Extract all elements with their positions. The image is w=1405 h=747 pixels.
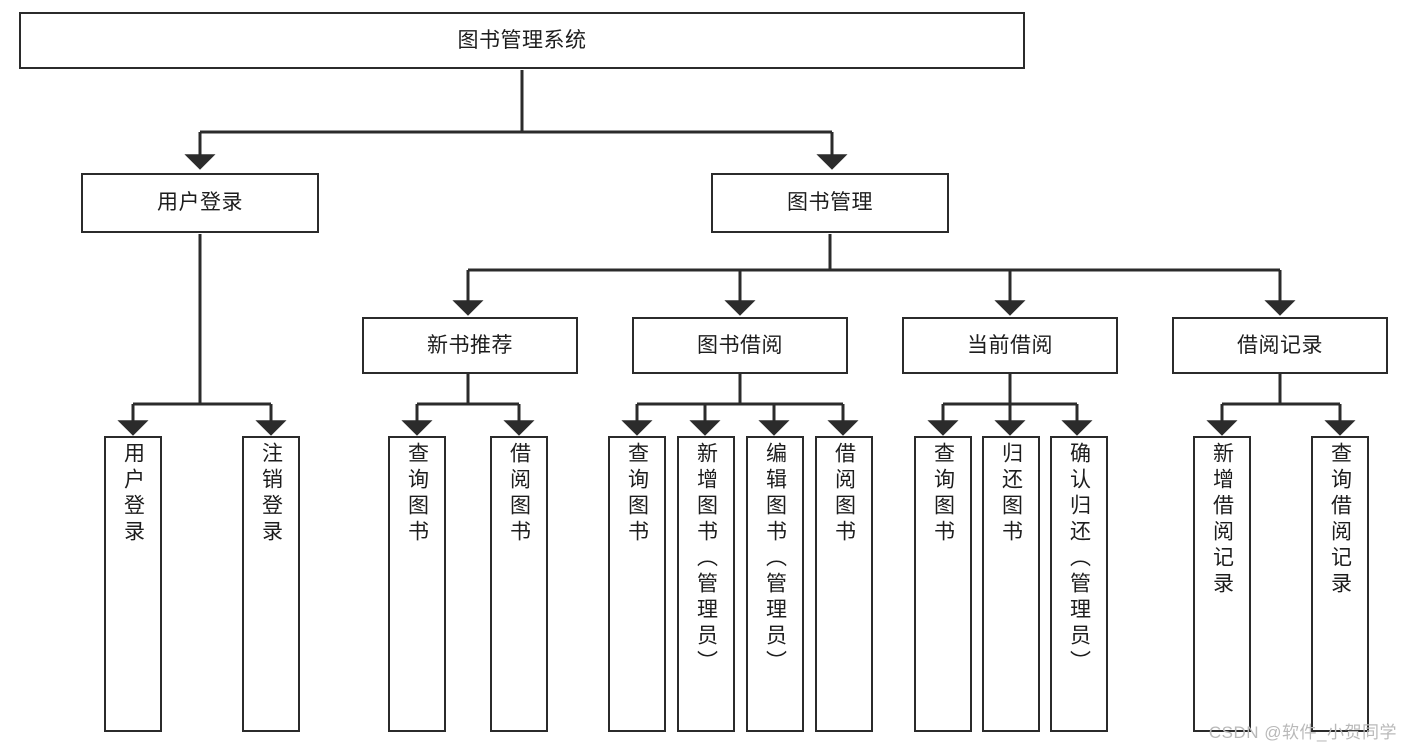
node-current-borrow[interactable]: 当前借阅 (902, 317, 1118, 374)
leaf-user-login-label: 用户登录 (121, 442, 145, 546)
leaf-confirm-return[interactable]: 确认归还（管理员） (1050, 436, 1108, 732)
leaf-edit-book[interactable]: 编辑图书（管理员） (746, 436, 804, 732)
node-borrow-record-label: 借阅记录 (1237, 333, 1323, 357)
leaf-borrow-book-2[interactable]: 借阅图书 (815, 436, 873, 732)
leaf-query-book-3[interactable]: 查询图书 (914, 436, 972, 732)
leaf-confirm-return-label: 确认归还（管理员） (1067, 442, 1091, 676)
leaf-query-record-label: 查询借阅记录 (1328, 442, 1352, 598)
node-new-book-rec[interactable]: 新书推荐 (362, 317, 578, 374)
leaf-query-book-2[interactable]: 查询图书 (608, 436, 666, 732)
csdn-watermark: CSDN @软件_小贺同学 (1208, 723, 1397, 742)
leaf-query-book-3-label: 查询图书 (931, 442, 955, 546)
node-user-login[interactable]: 用户登录 (81, 173, 319, 233)
node-book-borrow[interactable]: 图书借阅 (632, 317, 848, 374)
leaf-borrow-book-2-label: 借阅图书 (832, 442, 856, 546)
leaf-return-book-label: 归还图书 (999, 442, 1023, 546)
leaf-add-record-label: 新增借阅记录 (1210, 442, 1234, 598)
node-current-borrow-label: 当前借阅 (967, 333, 1053, 357)
leaf-add-record[interactable]: 新增借阅记录 (1193, 436, 1251, 732)
leaf-user-logout-label: 注销登录 (259, 442, 283, 546)
leaf-query-book-1[interactable]: 查询图书 (388, 436, 446, 732)
leaf-user-logout[interactable]: 注销登录 (242, 436, 300, 732)
node-book-manage-label: 图书管理 (787, 191, 873, 215)
leaf-return-book[interactable]: 归还图书 (982, 436, 1040, 732)
node-root[interactable]: 图书管理系统 (19, 12, 1025, 69)
node-borrow-record[interactable]: 借阅记录 (1172, 317, 1388, 374)
node-book-borrow-label: 图书借阅 (697, 333, 783, 357)
node-root-label: 图书管理系统 (457, 28, 587, 52)
leaf-edit-book-label: 编辑图书（管理员） (763, 442, 787, 676)
leaf-query-book-2-label: 查询图书 (625, 442, 649, 546)
leaf-add-book[interactable]: 新增图书（管理员） (677, 436, 735, 732)
leaf-query-record[interactable]: 查询借阅记录 (1311, 436, 1369, 732)
leaf-user-login[interactable]: 用户登录 (104, 436, 162, 732)
leaf-borrow-book-1[interactable]: 借阅图书 (490, 436, 548, 732)
node-new-book-rec-label: 新书推荐 (427, 333, 513, 357)
leaf-query-book-1-label: 查询图书 (405, 442, 429, 546)
node-book-manage[interactable]: 图书管理 (711, 173, 949, 233)
node-user-login-label: 用户登录 (157, 191, 243, 215)
leaf-add-book-label: 新增图书（管理员） (694, 442, 718, 676)
leaf-borrow-book-1-label: 借阅图书 (507, 442, 531, 546)
